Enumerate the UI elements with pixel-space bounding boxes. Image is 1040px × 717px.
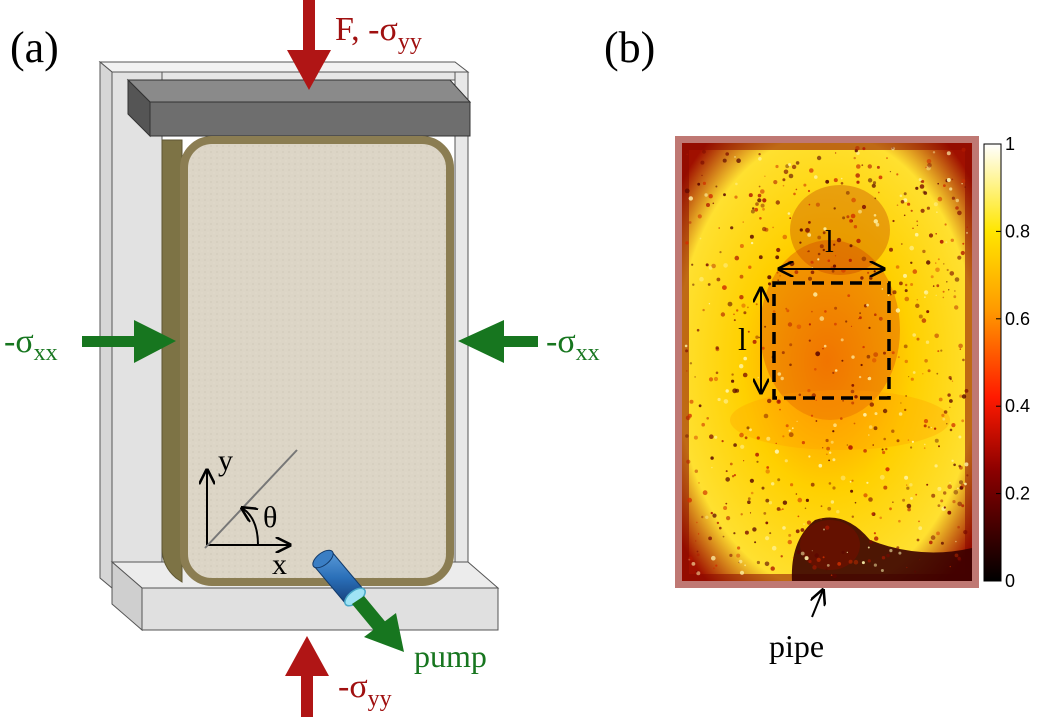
colorbar: 1 0.8 0.6 0.4 0.2 0 (983, 134, 1030, 591)
colorbar-tick-label: 0.2 (1005, 484, 1030, 504)
colorbar-tick-label: 1 (1005, 134, 1015, 154)
sigma-left-prefix: -σ (4, 323, 34, 360)
pipe-label: pipe (769, 628, 824, 664)
top-plate (126, 78, 472, 138)
force-arrow-bottom (285, 636, 329, 717)
colorbar-tick-label: 0.8 (1005, 221, 1030, 241)
intensity-map (675, 136, 979, 588)
coordinate-axes (205, 449, 298, 548)
length-top-label: l (825, 223, 834, 259)
frame (98, 60, 500, 632)
force-arrow-top (287, 0, 331, 90)
force-top-label: F, -σyy (335, 11, 422, 55)
force-top-prefix: F, -σ (335, 11, 398, 48)
sigma-left-label: -σxx (4, 323, 58, 366)
pump-label: pump (414, 638, 487, 674)
angle-theta-label: θ (263, 501, 277, 534)
colorbar-tick-label: 0 (1005, 571, 1015, 591)
panel-b-label: (b) (604, 23, 655, 72)
axis-y-label: y (218, 444, 233, 477)
pump-arrow (352, 596, 404, 652)
sigma-right-prefix: -σ (546, 323, 576, 360)
speckle-layer (684, 146, 969, 579)
panel-a-label: (a) (10, 23, 59, 72)
sigma-arrow-right (458, 320, 538, 363)
sigma-bottom-sub: yy (368, 686, 392, 712)
measurement-box (772, 281, 891, 400)
sigma-right-label: -σxx (546, 323, 600, 366)
colorbar-tick-label: 0.6 (1005, 309, 1030, 329)
axis-x-label: x (272, 548, 287, 581)
sigma-arrow-left (82, 320, 176, 363)
sigma-bottom-label: -σyy (338, 668, 392, 712)
pipe (312, 549, 366, 607)
pipe-pointer-arrow (812, 590, 823, 618)
colorbar-ticks: 1 0.8 0.6 0.4 0.2 0 (996, 134, 1030, 591)
sigma-bottom-prefix: -σ (338, 668, 368, 705)
sigma-right-sub: xx (576, 340, 600, 366)
colorbar-tick-label: 0.4 (1005, 396, 1030, 416)
length-left-label: l (738, 321, 747, 357)
sample (161, 136, 454, 586)
force-top-sub: yy (398, 29, 422, 55)
sigma-left-sub: xx (34, 340, 58, 366)
